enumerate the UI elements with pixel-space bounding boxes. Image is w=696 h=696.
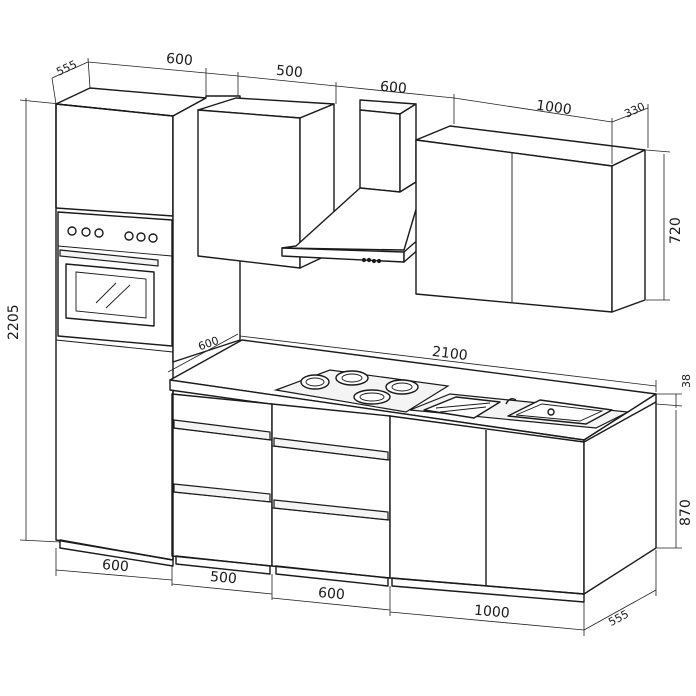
wall-cabinet-1000 [415, 125, 646, 313]
oven [57, 211, 173, 347]
wall-cabinet-500 [197, 97, 335, 269]
dim-tall-width: 600 [165, 51, 193, 69]
dim-bottom-tall: 600 [101, 557, 129, 575]
tall-cabinet [55, 87, 207, 567]
dim-bottom-drawers: 500 [209, 569, 237, 587]
hob [273, 369, 450, 413]
dim-wall-500: 500 [275, 63, 303, 81]
dim-wall-1000: 1000 [535, 98, 573, 119]
sink [409, 393, 631, 429]
dim-worktop-thickness: 38 [680, 374, 693, 388]
dim-hood-600: 600 [379, 79, 407, 97]
dim-total-height: 2205 [6, 304, 22, 340]
dim-base-height: 870 [678, 499, 694, 526]
base-drawers-500 [171, 393, 273, 575]
dim-bottom-sink: 1000 [473, 603, 510, 622]
dim-wall-depth: 330 [622, 100, 647, 121]
dim-tall-depth: 555 [54, 58, 79, 79]
dim-bottom-depth: 555 [606, 608, 631, 629]
chimney-hood [281, 99, 421, 264]
dimension-lines [19, 57, 683, 636]
dim-bottom-hob: 600 [317, 585, 345, 603]
base-sink-1000 [389, 401, 657, 603]
dim-wall-height: 720 [668, 217, 684, 244]
base-drawers-600 [271, 403, 391, 587]
dim-worktop-length: 2100 [431, 344, 468, 364]
